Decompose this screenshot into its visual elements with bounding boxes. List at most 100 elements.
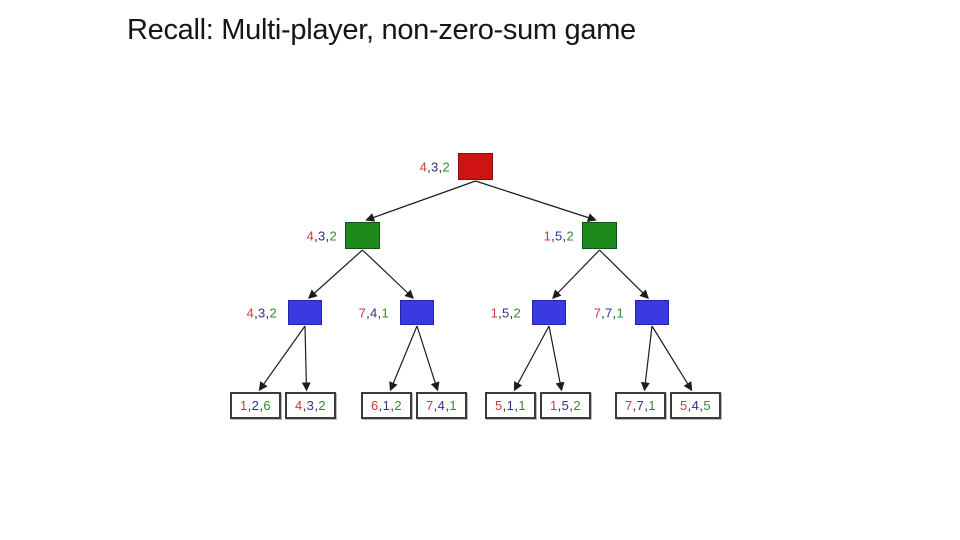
payoff-player3: 5	[703, 398, 711, 413]
payoff-player1: 1	[240, 398, 248, 413]
payoff-separator: ,	[254, 305, 259, 320]
payoff-player1: 7	[358, 305, 367, 320]
payoff-separator: ,	[514, 398, 519, 413]
tree-leaf-5: 1,5,2	[540, 392, 591, 419]
payoff-separator: ,	[314, 398, 319, 413]
payoff-player3: 2	[566, 228, 574, 243]
payoff-player3: 1	[616, 305, 624, 320]
level3-payoff-label-0: 4,3,2	[247, 305, 277, 320]
tree-edge	[513, 325, 550, 392]
tree-edge	[552, 249, 600, 299]
payoff-player1: 6	[371, 398, 379, 413]
payoff-player2: 3	[318, 228, 326, 243]
payoff-separator: ,	[557, 398, 562, 413]
payoff-player2: 5	[555, 228, 563, 243]
tree-node-level3-3	[635, 300, 669, 325]
payoff-separator: ,	[632, 398, 637, 413]
payoff-player3: 1	[381, 305, 389, 320]
payoff-player2: 7	[605, 305, 613, 320]
tree-leaf-3: 7,4,1	[416, 392, 467, 419]
tree-node-level3-0	[288, 300, 322, 325]
payoff-player2: 4	[437, 398, 446, 413]
payoff-player3: 1	[648, 398, 656, 413]
tree-edge	[301, 325, 311, 392]
level3-payoff-label-1: 7,4,1	[359, 305, 389, 320]
payoff-player2: 2	[251, 398, 260, 413]
payoff-separator: ,	[427, 159, 432, 174]
payoff-separator: ,	[644, 398, 649, 413]
payoff-player2: 4	[691, 398, 700, 413]
payoff-separator: ,	[601, 305, 606, 320]
payoff-player3: 2	[318, 398, 326, 413]
payoff-player1: 7	[426, 398, 434, 413]
level3-payoff-label-3: 7,7,1	[594, 305, 624, 320]
payoff-player3: 2	[442, 159, 450, 174]
tree-node-level3-2	[532, 300, 566, 325]
payoff-player1: 4	[246, 305, 255, 320]
payoff-separator: ,	[433, 398, 438, 413]
tree-node-level3-1	[400, 300, 434, 325]
payoff-separator: ,	[265, 305, 270, 320]
payoff-player1: 5	[495, 398, 503, 413]
payoff-player3: 1	[449, 398, 457, 413]
tree-leaf-2: 6,1,2	[361, 392, 412, 419]
payoff-player2: 5	[502, 305, 510, 320]
payoff-separator: ,	[302, 398, 307, 413]
payoff-separator: ,	[325, 228, 330, 243]
payoff-player1: 7	[625, 398, 633, 413]
root-payoff-label: 4,3,2	[420, 159, 450, 174]
payoff-separator: ,	[366, 305, 371, 320]
tree-edge	[416, 325, 440, 392]
payoff-player1: 4	[295, 398, 303, 413]
payoff-player2: 5	[561, 398, 570, 413]
payoff-separator: ,	[390, 398, 395, 413]
tree-node-level2-1	[582, 222, 617, 249]
payoff-player1: 5	[680, 398, 688, 413]
payoff-player1: 4	[419, 159, 428, 174]
payoff-separator: ,	[247, 398, 252, 413]
level2-payoff-label-1: 1,5,2	[544, 228, 574, 243]
payoff-player2: 3	[431, 159, 439, 174]
tree-leaf-7: 5,4,5	[670, 392, 721, 419]
payoff-player3: 2	[329, 228, 337, 243]
tree-leaf-0: 1,2,6	[230, 392, 281, 419]
tree-edge	[475, 180, 597, 222]
payoff-separator: ,	[551, 228, 556, 243]
tree-edge	[307, 249, 363, 299]
tree-edge	[365, 180, 476, 222]
payoff-separator: ,	[445, 398, 450, 413]
payoff-player3: 2	[394, 398, 402, 413]
payoff-separator: ,	[377, 305, 382, 320]
tree-edge	[599, 249, 649, 299]
tree-leaf-4: 5,1,1	[485, 392, 536, 419]
payoff-separator: ,	[498, 305, 503, 320]
payoff-player3: 6	[263, 398, 271, 413]
payoff-separator: ,	[502, 398, 507, 413]
payoff-player3: 1	[518, 398, 526, 413]
payoff-separator: ,	[687, 398, 692, 413]
payoff-player2: 3	[306, 398, 315, 413]
payoff-separator: ,	[699, 398, 704, 413]
payoff-player2: 3	[258, 305, 266, 320]
payoff-separator: ,	[378, 398, 383, 413]
level2-payoff-label-0: 4,3,2	[307, 228, 337, 243]
level3-payoff-label-2: 1,5,2	[491, 305, 521, 320]
tree-leaf-1: 4,3,2	[285, 392, 336, 419]
payoff-separator: ,	[314, 228, 319, 243]
payoff-separator: ,	[569, 398, 574, 413]
slide-title: Recall: Multi-player, non-zero-sum game	[127, 14, 636, 46]
payoff-player1: 7	[593, 305, 602, 320]
tree-node-level2-0	[345, 222, 380, 249]
tree-edge	[640, 325, 653, 392]
tree-node-root	[458, 153, 493, 180]
tree-edge	[362, 249, 414, 299]
tree-edge	[389, 325, 418, 392]
payoff-player3: 2	[513, 305, 521, 320]
payoff-player3: 2	[573, 398, 581, 413]
payoff-player2: 1	[382, 398, 391, 413]
payoff-separator: ,	[562, 228, 567, 243]
payoff-player2: 7	[636, 398, 645, 413]
